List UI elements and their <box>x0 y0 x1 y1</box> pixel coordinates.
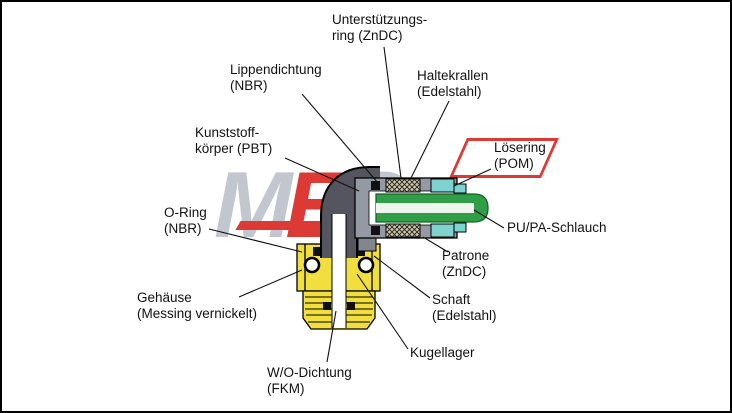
label-line: (ZnDC) <box>442 264 487 279</box>
leader-lines <box>208 46 505 363</box>
label-line: (Edelstahl) <box>417 84 482 99</box>
label-line: (Messing vernickelt) <box>137 306 258 321</box>
lip-seal-shape <box>371 181 380 190</box>
label-line: (FKM) <box>267 381 305 396</box>
support-ring-shape <box>385 178 421 238</box>
label-line: W/O-Dichtung <box>267 365 352 380</box>
watermark-letter: M <box>214 152 292 257</box>
wo-seal-shape <box>323 302 331 310</box>
label-unterstuetzungsring: Unterstützungs- ring (ZnDC) <box>332 12 427 44</box>
o-ring-shape <box>313 247 322 256</box>
label-kunststoffkoerper: Kunststoff- körper (PBT) <box>195 125 272 157</box>
label-line: Gehäuse <box>137 290 192 305</box>
label-line: Schaft <box>432 292 471 307</box>
label-line: Lösering <box>494 140 546 155</box>
label-lippendichtung: Lippendichtung (NBR) <box>230 62 322 94</box>
label-line: PU/PA-Schlauch <box>507 220 607 235</box>
shaft-shape <box>357 237 377 252</box>
label-patrone: Patrone (ZnDC) <box>442 248 489 280</box>
label-line: (POM) <box>494 156 534 171</box>
label-schaft: Schaft (Edelstahl) <box>432 292 497 324</box>
label-o-ring: O-Ring (NBR) <box>164 205 207 237</box>
ball-bearing-shape <box>303 256 321 274</box>
label-line: Lippendichtung <box>230 62 322 77</box>
bore-channel-shape <box>331 214 347 328</box>
label-kugellager: Kugellager <box>410 345 475 361</box>
label-wo-dichtung: W/O-Dichtung (FKM) <box>267 365 352 397</box>
label-line: (NBR) <box>164 221 202 236</box>
label-line: O-Ring <box>164 205 207 220</box>
label-pu-pa-schlauch: PU/PA-Schlauch <box>507 220 607 236</box>
wo-seal-shape <box>347 302 355 310</box>
label-gehaeuse: Gehäuse (Messing vernickelt) <box>137 290 257 322</box>
label-line: Unterstützungs- <box>332 12 428 27</box>
label-line: (Edelstahl) <box>432 308 497 323</box>
label-line: Kugellager <box>410 345 475 360</box>
label-line: körper (PBT) <box>195 141 273 156</box>
label-line: Haltekrallen <box>417 68 489 83</box>
label-haltekrallen: Haltekrallen (Edelstahl) <box>417 68 488 100</box>
label-line: Patrone <box>442 248 490 263</box>
lip-seal-shape <box>371 226 380 235</box>
label-line: Kunststoff- <box>195 125 260 140</box>
label-line: (NBR) <box>230 78 268 93</box>
label-loesering: Lösering (POM) <box>494 140 546 172</box>
tube-bore-shape <box>376 203 474 213</box>
ball-bearing-shape <box>357 256 375 274</box>
label-line: ring (ZnDC) <box>332 28 403 43</box>
